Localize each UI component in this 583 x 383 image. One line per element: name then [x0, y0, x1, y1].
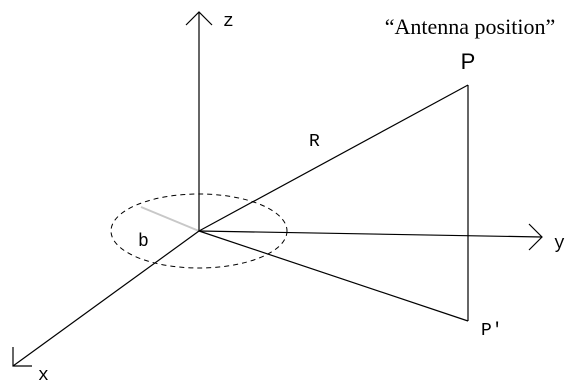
x-axis-line [12, 230, 200, 367]
r-line [198, 84, 469, 232]
y-axis-arrowhead [528, 223, 543, 251]
y-axis-label: y [554, 234, 565, 254]
point-p-label: P [461, 49, 476, 74]
p-prime-line [198, 230, 469, 322]
point-p-prime-label: P' [481, 321, 503, 341]
radius-b-label: b [138, 232, 149, 252]
distance-r-label: R [309, 132, 320, 152]
z-axis-label: z [223, 12, 234, 32]
x-axis-arrowhead [12, 347, 32, 367]
x-axis-label: x [38, 366, 49, 383]
radius-b-line [140, 206, 200, 232]
z-axis-arrowhead [185, 11, 213, 26]
diagram-title: “Antenna position” [385, 14, 555, 39]
y-axis-line [198, 230, 543, 238]
